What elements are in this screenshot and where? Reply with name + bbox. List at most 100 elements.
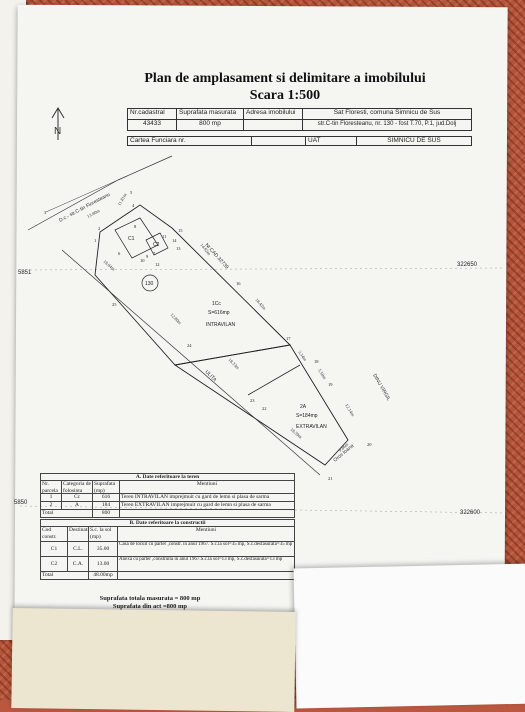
table-b-h0: Cod constr. [40, 526, 68, 542]
pt-19: 19 [328, 382, 333, 387]
pt-24: 24 [187, 343, 192, 348]
coord-right-bottom: 322600 [460, 510, 481, 516]
table-b-r0c2: 35.00 [88, 541, 118, 557]
pt-25: 25 [112, 302, 117, 307]
parcel-2-outline [173, 344, 349, 466]
table-constructii: B. Date referitoare la constructii Cod c… [40, 519, 295, 591]
pt-14: 14 [172, 238, 177, 243]
adresa-line-2: str.C-tin Floresteanu, nr. 130 - fost T.… [302, 119, 472, 131]
cadastral-header: Nr.cadastral 43433 Suprafata masurata 80… [127, 108, 472, 132]
lot-number-circle [141, 274, 159, 292]
pt-15: 15 [178, 228, 183, 233]
neighbor-right: DINU VIRGIL [371, 373, 391, 402]
grid-line-top [19, 267, 506, 271]
table-b-total-value: 48.00mp [88, 571, 118, 580]
pt-4: 4 [132, 203, 135, 208]
pt-7: 7 [153, 251, 156, 256]
parcel-division [247, 364, 301, 396]
table-b-h2: S.c. la sol (mp) [88, 526, 118, 542]
north-label: N [54, 126, 61, 137]
overlapping-white-sheet [293, 563, 525, 709]
overlapping-notebook [11, 608, 296, 712]
pt-2: 2 [98, 226, 100, 231]
document-title: Plan de amplasament si delimitare a imob… [70, 70, 500, 104]
parcel-2-zone: EXTRAVILAN [296, 424, 327, 430]
building-c1 [114, 217, 159, 259]
total-from-act: Suprafata din act =800 mp [112, 603, 188, 610]
lot-number: 130 [145, 281, 154, 287]
table-a-total-note [119, 509, 295, 518]
table-a-total-label: Total [40, 509, 93, 518]
table-a-h3: Mentiuni [119, 480, 295, 494]
table-a-h2: Suprafata (mp) [92, 480, 120, 494]
pt-21: 21 [328, 476, 333, 481]
north-arrow-icon: N [50, 104, 66, 146]
coord-left-top: 5851 [18, 270, 32, 276]
pt-12: 12 [155, 262, 160, 267]
dist-11: 9.86m [337, 441, 349, 452]
coord-right-top: 322650 [457, 262, 478, 268]
dist-6: 12.80m [169, 312, 183, 326]
table-b-r1c0: C2 [40, 556, 68, 572]
parcel-1-area: S=616mp [208, 310, 230, 316]
title-line-1: Plan de amplasament si delimitare a imob… [144, 71, 426, 86]
ulita-line [61, 249, 321, 476]
dist-10: 12.14m [344, 403, 356, 418]
table-b-total-label: Total [40, 571, 89, 580]
road-name: D.c.- str.C-tin Floresteanu [58, 192, 111, 224]
table-b-r1c1: C.A. [67, 556, 89, 572]
parcel-1-zone: INTRAVILAN [206, 322, 235, 328]
surface-totals: Suprafata totala masurata = 800 mp Supra… [70, 595, 230, 611]
table-a-h0: Nr. parcela [40, 480, 62, 494]
pt-11: 11 [162, 234, 166, 239]
table-a-h1: Categoria de folosinta [61, 480, 93, 494]
pt-23: 23 [250, 398, 255, 403]
pt-1: 1 [94, 238, 96, 243]
parcel-1-outline [94, 204, 291, 366]
table-b-r0c1: C.L. [67, 541, 89, 557]
pt-13: 13 [176, 246, 181, 251]
pt-16: 16 [236, 281, 241, 286]
dist-8: 3.34m [297, 350, 308, 363]
ulita-label: ULITA [204, 369, 218, 383]
pt-10: 10 [140, 258, 145, 263]
building-c2 [145, 232, 169, 256]
pt-3: 3 [44, 210, 47, 215]
uat-value: SIMNICU DE SUS [356, 136, 472, 146]
carte-funciara-row: Cartea Funciara nr. UAT SIMNICU DE SUS [127, 136, 472, 146]
pt-20: 20 [367, 442, 372, 447]
parcel-2-area: S=184mp [296, 413, 318, 419]
dist-2: 13.80m [86, 208, 101, 219]
table-b-h1: Destinatia [67, 526, 89, 542]
dist-5: 18.04m [102, 259, 116, 272]
table-b-r1c2: 13.00 [88, 556, 118, 572]
pt-5: 5 [130, 190, 133, 195]
table-a-total-value: 800 [92, 509, 120, 518]
label-c1: C1 [128, 236, 135, 242]
table-teren: A. Date referitoare la teren Nr. parcela… [40, 473, 295, 525]
table-b-total-note [117, 571, 295, 580]
pt-6: 6 [118, 251, 121, 256]
pt-22: 22 [262, 406, 267, 411]
parcel-1-cat: 1Cc [212, 301, 221, 307]
road-line-3 [117, 155, 173, 181]
grid-line-bottom [19, 505, 506, 514]
pt-8: 8 [134, 224, 137, 229]
road-line-2 [45, 179, 119, 213]
dist-1: 11.81m [117, 192, 128, 207]
table-b-r0c0: C1 [40, 541, 68, 557]
total-measured: Suprafata totala masurata = 800 mp [99, 595, 201, 602]
dist-4: 18.42m [254, 297, 267, 311]
pt-9: 9 [146, 254, 149, 259]
dist-7: 18.33m [227, 357, 241, 371]
coord-left-bottom: 5850 [14, 500, 28, 506]
pt-18: 18 [314, 359, 319, 364]
table-b-r1c3: Anexa cu parter ,construita in anul 1967… [117, 556, 295, 572]
dist-9: 5.50m [317, 368, 328, 381]
label-c2: C2 [153, 242, 160, 248]
title-scale: Scara 1:500 [249, 88, 321, 103]
parcel-2-cat: 2A [300, 404, 307, 410]
road-line-1 [27, 179, 119, 231]
pt-17: 17 [286, 336, 291, 341]
